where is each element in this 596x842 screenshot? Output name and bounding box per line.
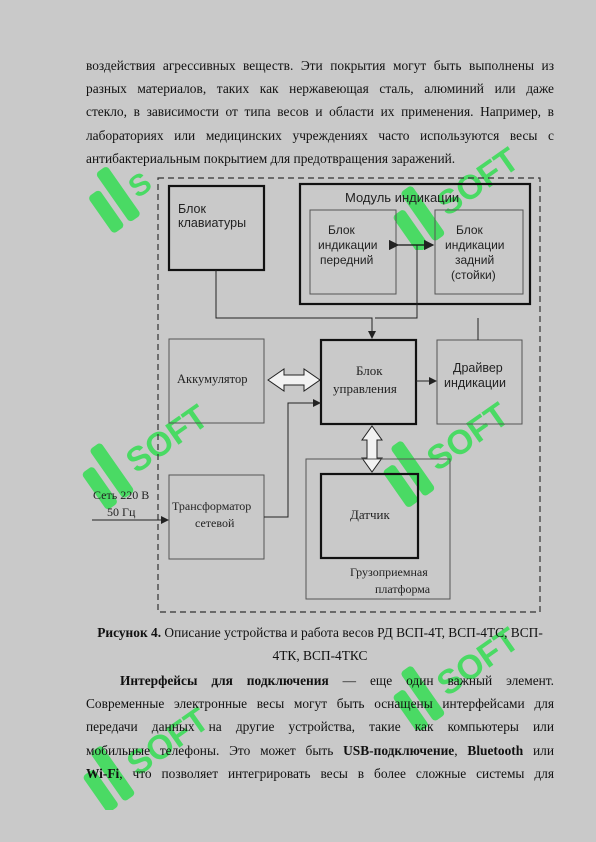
keyboard-to-control-line [215, 270, 376, 339]
transformer-to-control-line [264, 399, 321, 518]
watermark-logo-bottom-left: SOFT [83, 700, 216, 810]
sensor-block [319, 472, 420, 560]
text-line: воздействия агрессивных веществ. Эти пок… [86, 58, 554, 73]
bold-term: USB-подключение [343, 742, 455, 758]
rear-indicator-label: задний [455, 253, 494, 267]
battery-label: Аккумулятор [177, 372, 247, 386]
control-sensor-arrow [361, 425, 383, 473]
platform-label: платформа [375, 582, 431, 596]
text-line: Современные электронные весы могут быть … [86, 696, 554, 712]
watermark-logo-top: S [89, 166, 158, 233]
text-line: передачи данных на другие устройства, та… [86, 719, 554, 735]
front-indicator-label: индикации [318, 238, 378, 252]
figure-caption: Рисунок 4. Описание устройства и работа … [86, 621, 554, 667]
paragraph-bottom: Интерфейсы для подключения — еще один ва… [86, 669, 554, 785]
rear-indicator-label: индикации [445, 238, 505, 252]
text-fragment: или [523, 742, 554, 758]
battery-block [168, 338, 265, 424]
text-fragment: — еще один важный элемент. [328, 673, 554, 688]
text-fragment: , что позволяет интегрировать весы в бол… [119, 765, 554, 781]
text-line: разных материалов, таких как нержавеющая… [86, 81, 554, 97]
text-fragment: мобильные телефоны. Это может быть [86, 742, 344, 758]
bold-term: Wi-Fi [86, 765, 120, 781]
text-line: лабораториях или медицинских учреждениях… [86, 127, 554, 143]
caption-text: 4ТК, ВСП-4ТКС [272, 648, 368, 663]
control-block-label: Блок [356, 363, 383, 378]
text-line: Wi-Fi, что позволяет интегрировать весы … [86, 762, 554, 785]
caption-label: Рисунок 4. [97, 625, 162, 640]
transformer-label: Трансформатор [172, 499, 251, 513]
control-block [319, 338, 418, 426]
paragraph-top: воздействия агрессивных веществ. Эти пок… [86, 54, 554, 170]
rear-indicator-block [434, 209, 524, 295]
indication-module-title: Модуль индикации [345, 190, 459, 205]
rear-indicator-label: (стойки) [451, 268, 496, 282]
battery-control-arrow [267, 368, 321, 392]
front-indicator-block [309, 209, 397, 295]
display-driver-label: индикации [444, 376, 506, 390]
watermark-logo-bottom-right: SOFT [393, 620, 526, 730]
mains-label: 50 Гц [107, 505, 136, 519]
watermark-logo-right: SOFT [383, 395, 516, 507]
watermark-logo-left: SOFT [82, 397, 215, 510]
front-indicator-label: Блок [328, 223, 356, 237]
bold-term: Интерфейсы для подключения [120, 673, 329, 688]
text-line: Интерфейсы для подключения — еще один ва… [86, 669, 554, 692]
outer-dashed-frame [157, 177, 541, 613]
text-line: антибактериальным покрытием для предотвр… [86, 150, 456, 166]
platform-block [305, 458, 451, 600]
transformer-label: сетевой [195, 516, 235, 530]
front-indicator-label: передний [320, 253, 373, 267]
bold-term: Bluetooth [467, 742, 524, 758]
control-block-label: управления [333, 381, 397, 396]
indication-to-control-line [375, 245, 418, 319]
caption-text: Описание устройства и работа весов РД ВС… [161, 625, 543, 640]
platform-label: Грузоприемная [350, 565, 428, 579]
keyboard-block-label: Блок [178, 202, 206, 216]
rear-indicator-label: Блок [456, 223, 484, 237]
display-driver-block [436, 339, 523, 425]
sensor-label: Датчик [350, 507, 390, 522]
text-fragment: , [454, 742, 468, 758]
text-line: мобильные телефоны. Это может быть USB-п… [86, 739, 554, 762]
keyboard-block-label: клавиатуры [178, 216, 246, 230]
display-driver-label: Драйвер [453, 361, 503, 375]
text-line: стекло, в зависимости от типа весов и об… [86, 104, 554, 120]
mains-label: Сеть 220 В [93, 488, 149, 502]
indication-module [298, 182, 532, 306]
